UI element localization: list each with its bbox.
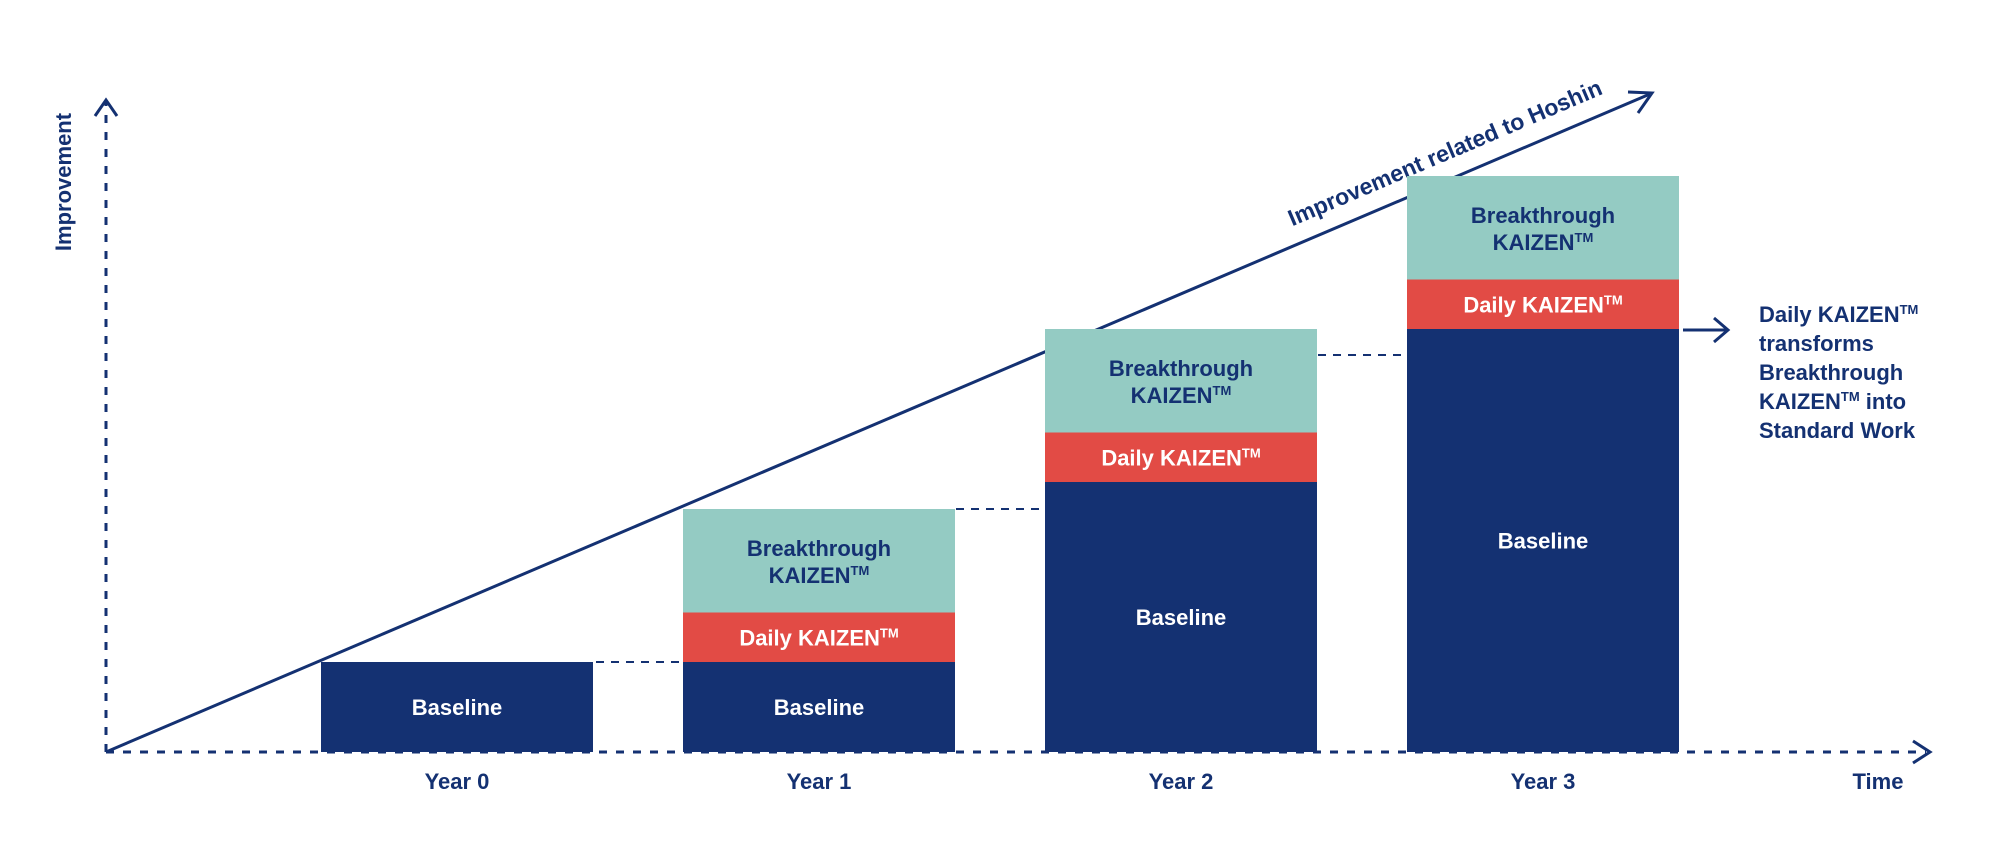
bar-label-baseline-year-3: Baseline <box>1498 529 1589 554</box>
bar-baseline-year-2 <box>1045 482 1317 752</box>
bar-label-baseline-year-0: Baseline <box>412 695 503 720</box>
category-label-year-1: Year 1 <box>787 769 852 794</box>
callout: Daily KAIZENTM transforms Breakthrough K… <box>1683 294 1925 443</box>
bar-baseline-year-1 <box>683 662 955 752</box>
category-label-year-0: Year 0 <box>425 769 490 794</box>
hoshin-trend-arrowhead <box>1627 90 1655 114</box>
bar-label-daily-year-2: Daily KAIZENTM <box>1101 445 1260 470</box>
bar-baseline-year-3 <box>1407 329 1679 752</box>
bar-label-daily-year-1: Daily KAIZENTM <box>739 625 898 650</box>
bar-label-baseline-year-1: Baseline <box>774 695 865 720</box>
callout-arrowhead <box>1713 316 1731 344</box>
callout-line-2: transforms <box>1759 331 1874 356</box>
bar-breakthrough-year-3 <box>1407 176 1679 280</box>
bar-daily-year-3 <box>1407 279 1679 329</box>
callout-line-3: Breakthrough <box>1759 360 1903 385</box>
x-axis-label: Time <box>1853 769 1904 794</box>
bar-breakthrough-year-1 <box>683 509 955 613</box>
x-axis-arrowhead <box>1912 739 1933 765</box>
y-axis-label: Improvement <box>51 112 76 251</box>
category-labels: Year 0 Year 1 Year 2 Year 3 <box>425 769 1576 794</box>
bar-baseline-year-0 <box>321 662 593 752</box>
bar-label-daily-year-3: Daily KAIZENTM <box>1463 292 1622 317</box>
category-label-year-3: Year 3 <box>1511 769 1576 794</box>
bar-label-baseline-year-2: Baseline <box>1136 605 1227 630</box>
bar-daily-year-1 <box>683 612 955 662</box>
callout-line-4: KAIZENTM into <box>1759 389 1906 414</box>
hoshin-trend-line <box>105 92 1651 754</box>
callout-line-5: Standard Work <box>1759 418 1916 443</box>
y-axis-arrowhead <box>93 97 119 117</box>
category-label-year-2: Year 2 <box>1149 769 1214 794</box>
callout-line-1: Daily KAIZENTM <box>1759 302 1918 327</box>
bar-daily-year-2 <box>1045 432 1317 482</box>
bar-breakthrough-year-2 <box>1045 329 1317 433</box>
callout-text: Daily KAIZENTM transforms Breakthrough K… <box>1759 294 1925 443</box>
